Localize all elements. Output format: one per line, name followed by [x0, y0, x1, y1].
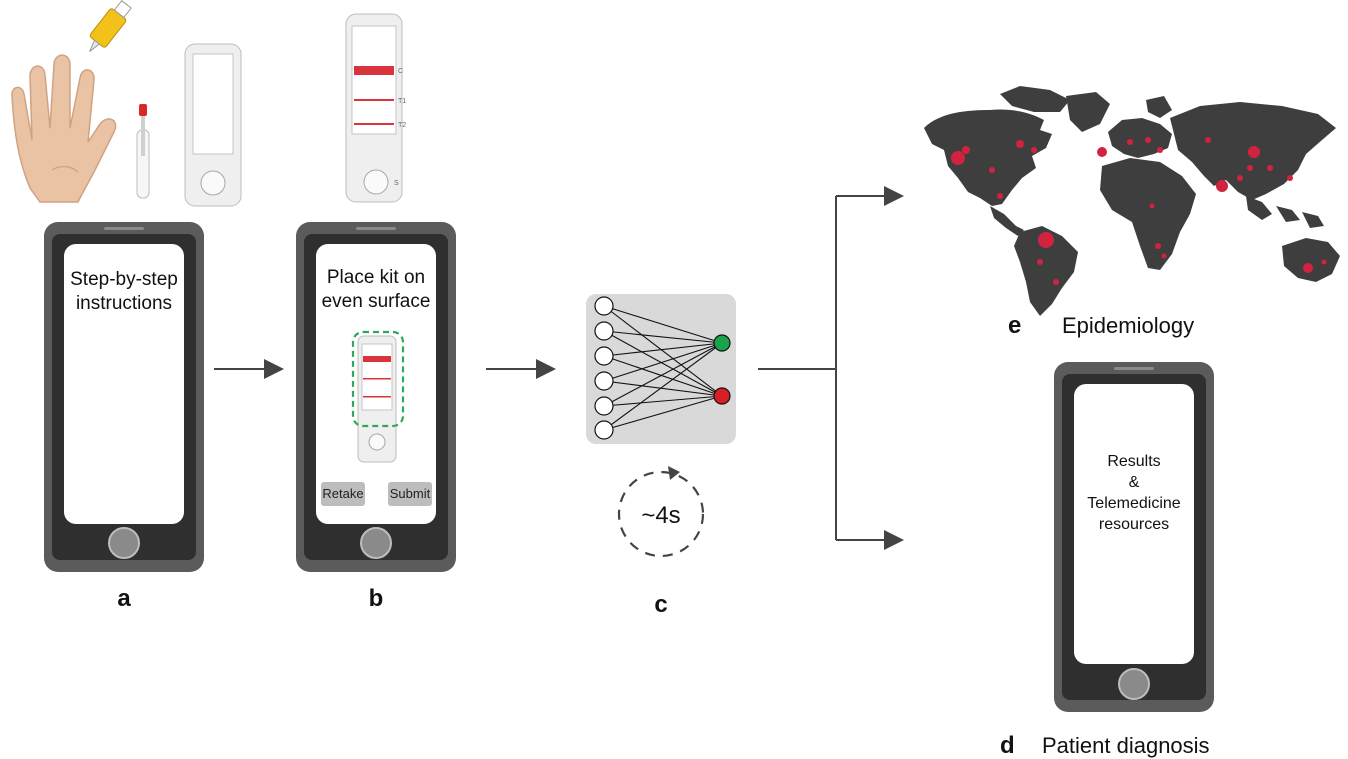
hotspot-marker: [1247, 165, 1253, 171]
input-layer: [594, 296, 614, 440]
network-edge: [603, 305, 723, 397]
hotspot-marker: [1157, 147, 1163, 153]
hotspot-marker: [1038, 232, 1054, 248]
phone-d: Results & Telemedicine resources: [1054, 362, 1214, 712]
phone-a-screen: [64, 244, 184, 524]
caption-patient-diagnosis: Patient diagnosis: [1042, 733, 1210, 758]
network-edge: [603, 355, 723, 397]
input-node: [594, 420, 614, 440]
hotspot-marker: [1303, 263, 1313, 273]
phone-b-text-line-2: even surface: [322, 291, 431, 312]
hotspot-marker: [1205, 137, 1211, 143]
hotspot-marker: [1287, 175, 1293, 181]
hotspot-marker: [1127, 139, 1133, 145]
hotspot-marker: [989, 167, 995, 173]
timer-cycle: ~4s: [617, 466, 705, 558]
kit-mark-t2: T2: [398, 122, 406, 129]
network-edge: [603, 330, 723, 397]
test-kit-b: C T1 T2 S: [345, 13, 406, 203]
hotspot-marker: [1216, 180, 1228, 192]
test-line-2: [354, 123, 394, 125]
network-edge: [603, 342, 723, 382]
phone-b-text-line-1: Place kit on: [327, 267, 425, 288]
input-node: [594, 321, 614, 341]
panel-letter-c: c: [654, 591, 667, 618]
network-edge: [603, 395, 723, 431]
hotspot-marker: [1155, 243, 1161, 249]
hotspot-marker: [1237, 175, 1243, 181]
panel-letter-e: e: [1008, 312, 1021, 339]
sample-tube-icon: [136, 104, 150, 199]
outbreak-hotspots: [951, 137, 1327, 285]
input-node: [594, 371, 614, 391]
hand-illustration: [11, 54, 117, 203]
world-map: [924, 86, 1340, 316]
network-edge: [603, 342, 723, 431]
alignment-guide: [351, 330, 405, 428]
input-node: [594, 396, 614, 416]
kit-preview: [357, 335, 397, 463]
network-edge: [603, 305, 723, 344]
hotspot-marker: [1016, 140, 1024, 148]
input-node: [594, 296, 614, 316]
submit-button-label: Submit: [390, 486, 431, 501]
phone-d-text-line-1: Results: [1107, 453, 1160, 470]
hotspot-marker: [1145, 137, 1151, 143]
test-kit-a: [184, 43, 242, 207]
panel-letter-d: d: [1000, 732, 1015, 759]
kit-mark-c: C: [398, 68, 403, 75]
hotspot-marker: [997, 193, 1003, 199]
hotspot-marker: [1031, 147, 1037, 153]
cycle-arrow-icon: [668, 466, 680, 480]
panel-letter-b: b: [369, 585, 384, 612]
network-edge: [603, 395, 723, 407]
phone-a-home-button[interactable]: [108, 527, 140, 559]
hotspot-marker: [1053, 279, 1059, 285]
hotspot-marker: [962, 146, 970, 154]
hotspot-marker: [1267, 165, 1273, 171]
hotspot-marker: [951, 151, 965, 165]
output-node-red: [713, 387, 731, 405]
test-line-1: [354, 99, 394, 101]
phone-b-home-button[interactable]: [360, 527, 392, 559]
neural-network: [586, 294, 736, 444]
dropper-bottle-icon: [89, 0, 132, 53]
phone-d-text-line-3: Telemedicine: [1087, 495, 1180, 512]
hotspot-marker: [1248, 146, 1260, 158]
phone-a-text-line-2: instructions: [76, 293, 172, 314]
phone-d-text-line-4: resources: [1099, 516, 1169, 533]
control-line: [354, 66, 394, 75]
hotspot-marker: [1161, 253, 1167, 259]
submit-button[interactable]: [388, 482, 432, 506]
network-edges: [603, 305, 723, 431]
retake-button-label: Retake: [322, 486, 363, 501]
phone-d-screen: [1074, 384, 1194, 664]
kit-mark-t1: T1: [398, 98, 406, 105]
network-edge: [603, 342, 723, 357]
phone-a-text-line-1: Step-by-step: [70, 269, 178, 290]
panel-letter-a: a: [117, 585, 131, 612]
retake-button[interactable]: [321, 482, 365, 506]
caption-epidemiology: Epidemiology: [1062, 313, 1194, 338]
output-node-green: [713, 334, 731, 352]
network-edge: [603, 330, 723, 344]
hotspot-marker: [1037, 259, 1043, 265]
timer-label: ~4s: [641, 502, 680, 529]
input-node: [594, 346, 614, 366]
branch-arrows: [758, 186, 904, 550]
phone-d-home-button[interactable]: [1118, 668, 1150, 700]
network-edge: [603, 380, 723, 397]
network-edge: [603, 342, 723, 407]
phone-d-text-line-2: &: [1129, 474, 1140, 491]
hotspot-marker: [1097, 147, 1107, 157]
hotspot-marker: [1321, 259, 1327, 265]
hotspot-marker: [1149, 203, 1155, 209]
phone-b: Place kit on even surface Retake Submit: [296, 222, 456, 572]
kit-mark-s: S: [394, 180, 399, 187]
phone-a: Step-by-step instructions: [44, 222, 204, 572]
